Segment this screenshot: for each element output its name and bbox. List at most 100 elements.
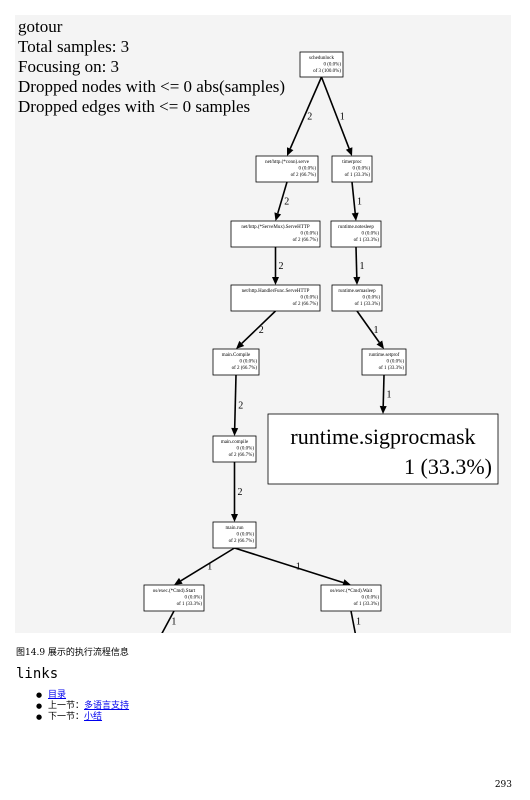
edge-label: 2 <box>307 112 312 123</box>
node-sigprocmask: runtime.sigprocmask 1 (33.3%) <box>267 413 499 485</box>
edge-line <box>350 610 357 633</box>
node-box <box>212 348 260 376</box>
arrowhead <box>174 577 183 585</box>
node-sample-count: of 1 (33.3%) <box>354 238 380 243</box>
node-sample-count: 0 (0.0%) <box>362 596 380 601</box>
node-box <box>299 51 344 78</box>
node-sample-count: of 2 (66.7%) <box>229 539 255 544</box>
node-sample-count: 0 (0.0%) <box>185 596 203 601</box>
node-sample-count: 0 (0.0%) <box>237 447 255 452</box>
node-sample-count: of 1 (33.3%) <box>177 602 203 607</box>
node-sample-count: of 2 (66.7%) <box>232 366 258 371</box>
toc-link[interactable]: 目录 <box>48 690 67 700</box>
edge-line <box>234 547 344 584</box>
edge-line <box>351 181 356 214</box>
edge-line <box>289 76 323 149</box>
node-box <box>255 155 319 183</box>
node-function-name: runtime.semasleep <box>338 289 376 294</box>
links-list: 目录 上一节：多语言支持 下一节：小结 <box>36 690 129 723</box>
edge-main-compile-1-to-main-compile-2: 2 <box>231 374 243 436</box>
edge-label: 1 <box>387 390 392 401</box>
previous-section-link[interactable]: 多语言支持 <box>84 701 130 711</box>
node-sample-count: of 3 (100.0%) <box>313 69 341 74</box>
next-section-link[interactable]: 小结 <box>84 712 103 722</box>
node-box <box>143 584 205 612</box>
node-function-name: schedunlock <box>309 56 334 61</box>
arrowhead <box>231 427 239 436</box>
node-box <box>267 413 499 485</box>
node-function-name: runtime.notesleep <box>338 225 374 230</box>
node-sample-count: 0 (0.0%) <box>387 360 405 365</box>
edge-semasleep-to-setprof: 1 <box>356 310 384 349</box>
node-box <box>361 348 407 376</box>
edge-handlerfunc-to-main-compile-1: 2 <box>236 310 277 349</box>
page-number: 293 <box>494 780 512 790</box>
node-box <box>320 584 382 612</box>
links-heading: links <box>16 666 59 682</box>
edge-notesleep-to-semasleep: 1 <box>353 246 365 285</box>
dropped-nodes-text: Dropped nodes with <= 0 abs(samples) <box>18 77 286 96</box>
arrowhead <box>379 405 387 414</box>
edge-label: 2 <box>238 487 243 498</box>
arrowhead <box>236 340 245 349</box>
edge-schedunlock-to-timerproc: 1 <box>320 76 353 156</box>
node-sample-count: 0 (0.0%) <box>237 533 255 538</box>
node-sample-count: of 1 (33.3%) <box>354 602 380 607</box>
node-sample-count: 0 (0.0%) <box>299 167 317 172</box>
edge-label: 1 <box>340 112 345 123</box>
node-sample-count: 0 (0.0%) <box>301 296 319 301</box>
node-sample-count: 1 (33.3%) <box>404 454 492 479</box>
node-function-name: timerproc <box>342 160 362 165</box>
node-sample-count: of 2 (66.7%) <box>293 238 319 243</box>
arrowhead <box>342 579 351 586</box>
arrowhead <box>345 147 353 156</box>
node-function-name: main.Compile <box>222 353 251 358</box>
total-samples-text: Total samples: 3 <box>18 37 130 56</box>
edge-line <box>355 246 358 278</box>
node-function-name: main.run <box>226 526 244 531</box>
node-box <box>230 220 321 248</box>
graph-title: gotour <box>18 17 63 36</box>
node-function-name: runtime.sigprocmask <box>290 424 475 449</box>
node-function-name: net/http.(*conn).serve <box>265 160 310 165</box>
node-box <box>331 284 383 312</box>
edge-label: 1 <box>356 616 361 627</box>
node-sample-count: of 2 (66.7%) <box>229 453 255 458</box>
arrowhead <box>272 277 279 285</box>
edge-line <box>241 310 277 345</box>
edge-line <box>233 374 237 429</box>
node-sample-count: of 2 (66.7%) <box>293 302 319 307</box>
edge-label: 2 <box>238 401 243 412</box>
edge-conn-serve-to-servemux: 2 <box>274 181 289 221</box>
node-cmd-wait: os/exec.(*Cmd).Wait 0 (0.0%)of 1 (33.3%) <box>320 584 382 612</box>
node-sample-count: of 1 (33.3%) <box>345 173 371 178</box>
node-sample-count: 0 (0.0%) <box>324 63 342 68</box>
focusing-on-text: Focusing on: 3 <box>18 57 120 76</box>
edge-main-run-to-cmd-start: 1 <box>174 547 235 585</box>
list-item: 目录 <box>36 690 129 701</box>
edge-label: 2 <box>279 261 284 272</box>
node-function-name: runtime.setprof <box>369 353 400 358</box>
node-schedunlock: schedunlock 0 (0.0%)of 3 (100.0%) <box>299 51 344 78</box>
arrowhead <box>376 340 384 349</box>
node-sample-count: 0 (0.0%) <box>240 360 258 365</box>
edge-cmd-start-to-offscreen-a: 1 <box>161 610 176 633</box>
figure-caption: 图14.9 展示的执行流程信息 <box>16 648 129 658</box>
node-box <box>331 155 373 183</box>
edge-line <box>180 547 235 582</box>
node-main-compile-1: main.Compile 0 (0.0%)of 2 (66.7%) <box>212 348 260 376</box>
edge-label: 1 <box>357 197 362 208</box>
edge-line <box>356 310 381 343</box>
node-function-name: os/exec.(*Cmd).Wait <box>330 589 373 594</box>
node-sample-count: 0 (0.0%) <box>363 296 381 301</box>
node-box <box>330 220 382 248</box>
node-sample-count: 0 (0.0%) <box>301 232 319 237</box>
node-box <box>230 284 321 312</box>
